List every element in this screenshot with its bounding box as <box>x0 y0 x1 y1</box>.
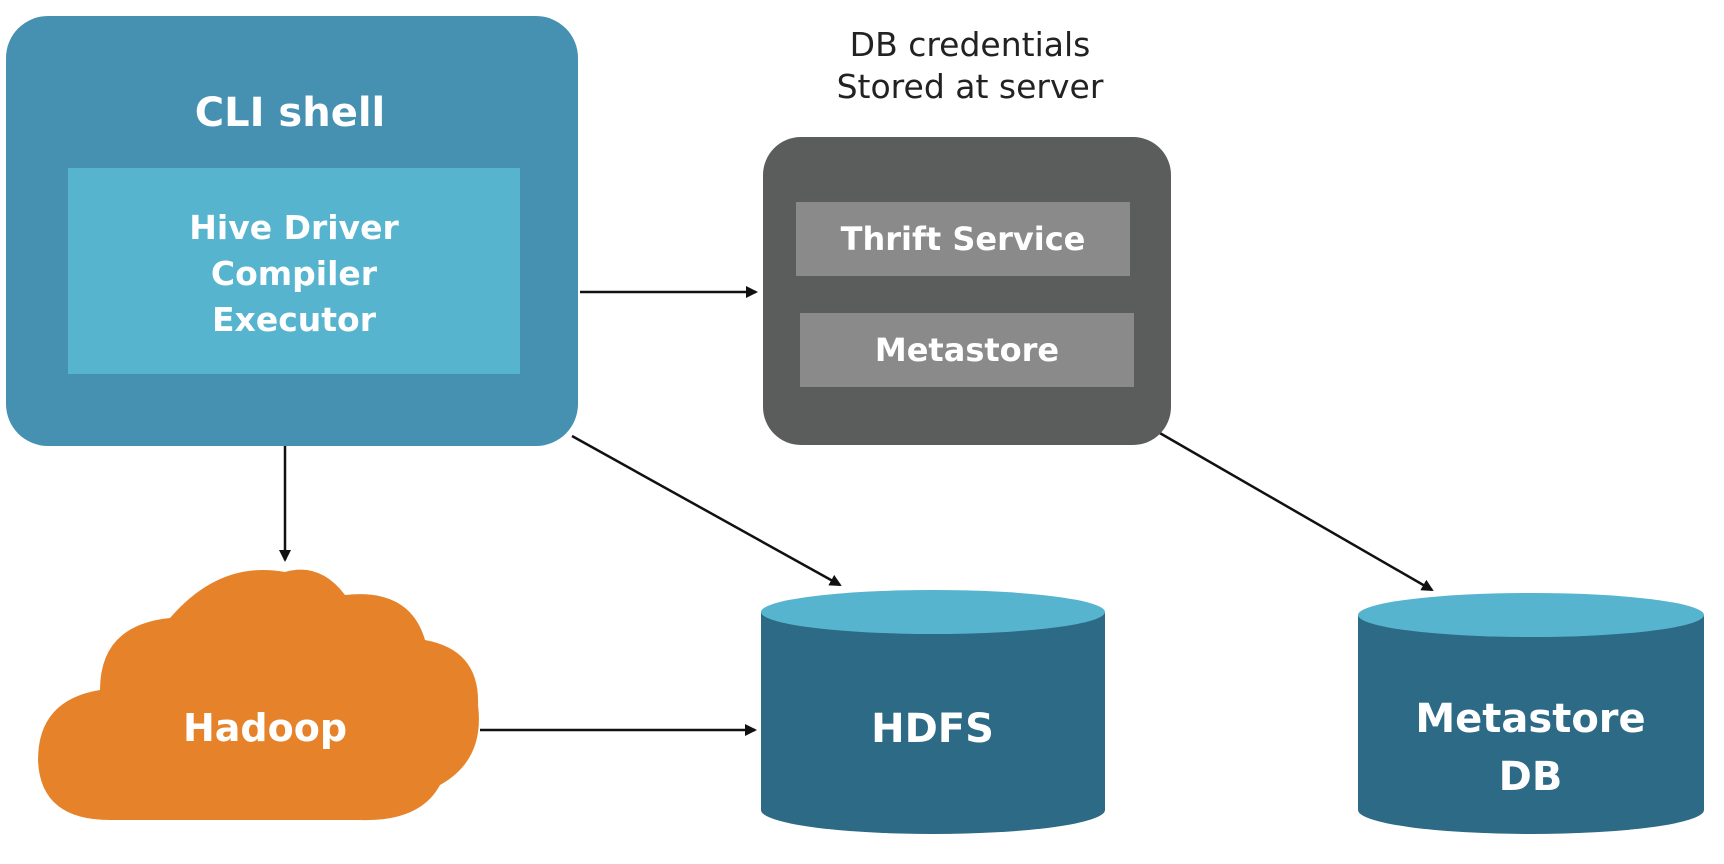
metastore-db-cylinder <box>1358 593 1704 834</box>
cli-shell-title: CLI shell <box>194 90 386 136</box>
executor-line: Executor <box>212 300 376 339</box>
hdfs-label: HDFS <box>871 706 994 752</box>
hadoop-label: Hadoop <box>182 706 348 750</box>
metastore-row: Metastore <box>800 313 1134 387</box>
hadoop-cloud <box>38 569 479 821</box>
hive-driver-line: Hive Driver <box>189 208 399 247</box>
hive-driver-label: Hive Driver Compiler Executor <box>68 205 520 343</box>
note-line-1: DB credentials <box>849 25 1091 64</box>
arrow-server-to-metastore-db <box>1157 430 1434 592</box>
arrow-cli-to-hdfs <box>571 434 842 587</box>
metastore-db-label: Metastore DB <box>1358 690 1703 806</box>
compiler-line: Compiler <box>210 254 378 293</box>
metastore-server-box <box>763 137 1171 445</box>
metastore-db-line-2: DB <box>1498 754 1563 800</box>
hive-driver-box <box>68 168 520 374</box>
note-line-2: Stored at server <box>836 67 1104 106</box>
hdfs-cylinder <box>761 590 1105 834</box>
metastore-db-line-1: Metastore <box>1415 696 1646 742</box>
db-credentials-note: DB credentials Stored at server <box>780 24 1160 108</box>
thrift-service-row: Thrift Service <box>796 202 1130 276</box>
